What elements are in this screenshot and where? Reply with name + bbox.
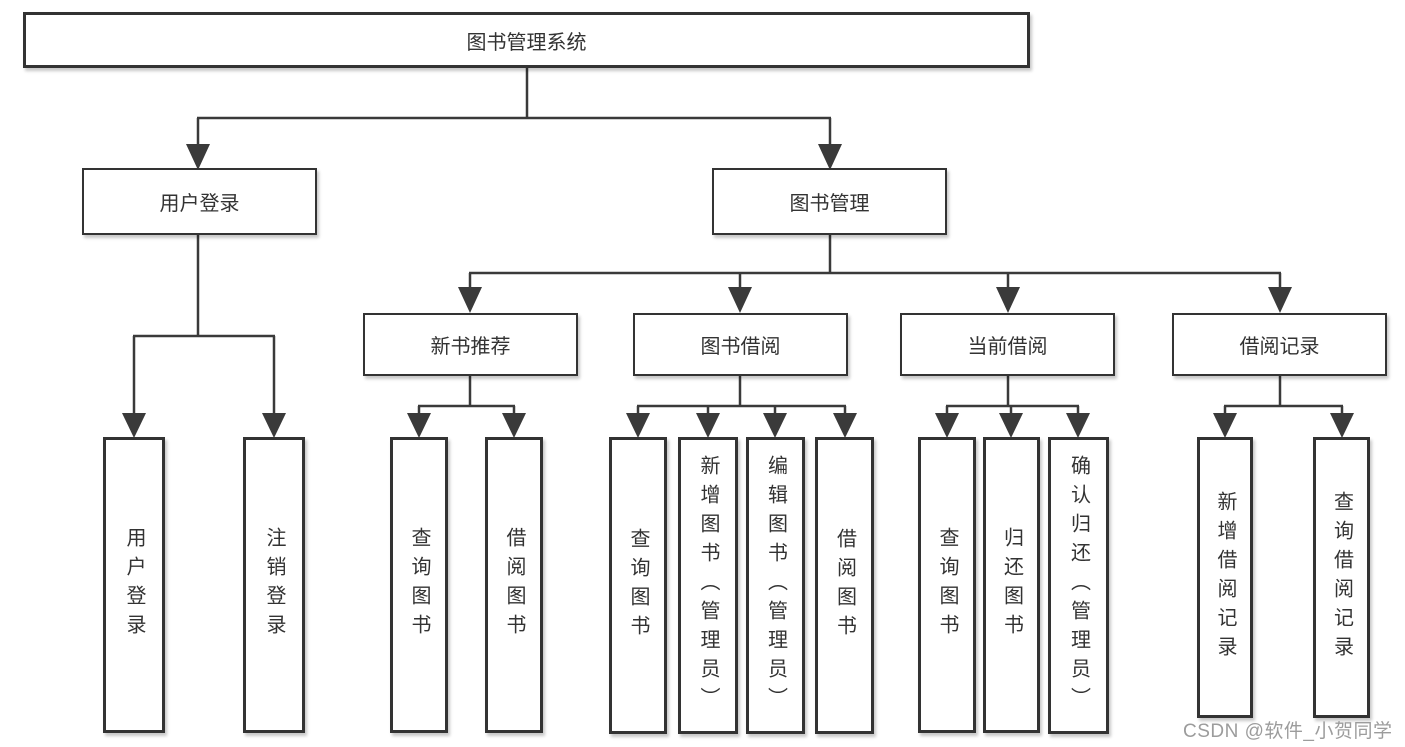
- node-borrowing-records-label: 借阅记录: [1239, 336, 1320, 358]
- leaf-query-books-borrowing: 查询图书: [609, 437, 667, 734]
- leaf-add-books-admin-label: 新增图书（管理员）: [697, 455, 719, 716]
- leaf-add-borrow-record-label: 新增借阅记录: [1214, 490, 1236, 665]
- leaf-logout-label: 注销登录: [263, 527, 285, 643]
- node-user-login: 用户登录: [82, 168, 317, 235]
- node-current-borrowing: 当前借阅: [900, 313, 1115, 376]
- node-book-borrowing: 图书借阅: [633, 313, 848, 376]
- node-new-book-recommend-label: 新书推荐: [430, 336, 511, 358]
- arrowheads: [122, 144, 1354, 438]
- leaf-query-books-current: 查询图书: [918, 437, 976, 733]
- node-root-system: 图书管理系统: [23, 12, 1030, 68]
- leaf-return-books: 归还图书: [983, 437, 1040, 733]
- leaf-borrow-books-label: 借阅图书: [833, 527, 856, 644]
- node-current-borrowing-label: 当前借阅: [967, 336, 1048, 358]
- node-book-management: 图书管理: [712, 168, 947, 235]
- leaf-query-books-recommend-label: 查询图书: [408, 527, 430, 643]
- leaf-query-books-recommend: 查询图书: [390, 437, 448, 733]
- leaf-borrow-books-recommend-label: 借阅图书: [503, 527, 525, 643]
- leaf-user-login-label: 用户登录: [123, 527, 145, 643]
- node-user-login-label: 用户登录: [159, 193, 240, 215]
- leaf-query-borrow-record-label: 查询借阅记录: [1330, 490, 1353, 665]
- leaf-user-login: 用户登录: [103, 437, 165, 733]
- leaf-query-books-borrowing-label: 查询图书: [627, 527, 649, 644]
- leaf-edit-books-admin: 编辑图书（管理员）: [746, 437, 805, 734]
- node-root-label: 图书管理系统: [466, 31, 587, 54]
- leaf-add-borrow-record: 新增借阅记录: [1197, 437, 1253, 718]
- leaf-borrow-books-recommend: 借阅图书: [485, 437, 543, 733]
- node-book-borrowing-label: 图书借阅: [700, 336, 781, 358]
- leaf-return-books-label: 归还图书: [1000, 527, 1023, 643]
- leaf-borrow-books: 借阅图书: [815, 437, 874, 734]
- leaf-query-books-current-label: 查询图书: [936, 527, 958, 643]
- node-new-book-recommend: 新书推荐: [363, 313, 578, 376]
- leaf-logout: 注销登录: [243, 437, 305, 733]
- leaf-query-borrow-record: 查询借阅记录: [1313, 437, 1370, 718]
- leaf-confirm-return-admin: 确认归还（管理员）: [1048, 437, 1109, 734]
- csdn-watermark: CSDN @软件_小贺同学: [1183, 721, 1393, 742]
- leaf-add-books-admin: 新增图书（管理员）: [678, 437, 738, 734]
- node-borrowing-records: 借阅记录: [1172, 313, 1387, 376]
- node-book-management-label: 图书管理: [789, 193, 870, 215]
- leaf-edit-books-admin-label: 编辑图书（管理员）: [764, 455, 787, 716]
- leaf-confirm-return-admin-label: 确认归还（管理员）: [1067, 455, 1090, 716]
